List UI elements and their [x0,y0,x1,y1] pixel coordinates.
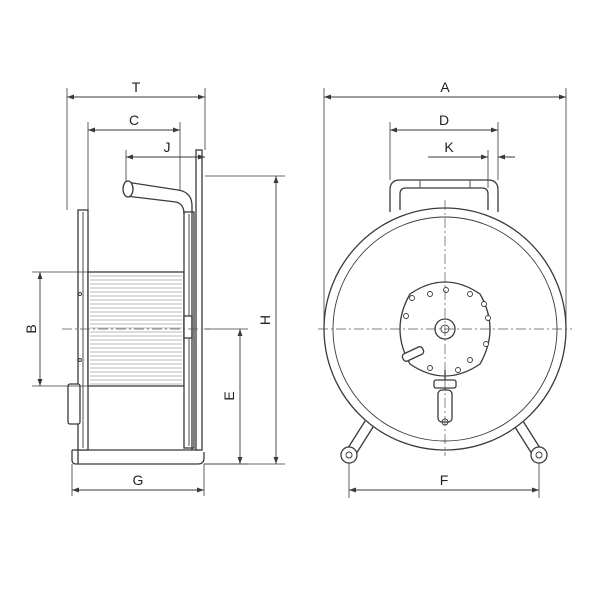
dim-label-H: H [257,315,273,325]
side-view [62,149,210,465]
side-grip [67,383,81,425]
left-foot [340,446,358,464]
carry-handle [125,181,193,450]
drum-windings [90,275,182,385]
hub-knob [183,315,193,339]
dim-label-B: B [23,324,39,333]
side-dimensions: T C J B E H G [23,79,285,496]
dim-label-C: C [129,112,139,128]
socket-slot [401,346,425,362]
dim-label-A: A [440,79,450,95]
frame-plate [195,149,203,451]
right-foot [530,446,548,464]
dim-label-F: F [440,472,449,488]
dim-label-E: E [221,391,237,400]
dim-label-G: G [133,472,144,488]
base-foot [71,450,205,465]
dim-label-K: K [444,139,454,155]
dim-label-J: J [164,139,171,155]
dim-label-T: T [132,79,141,95]
front-view [318,179,572,464]
handle-end [122,180,134,198]
dim-label-D: D [439,112,449,128]
bolt-holes [403,287,491,373]
top-handle [389,179,499,212]
front-dimensions: A D K F [323,79,567,498]
